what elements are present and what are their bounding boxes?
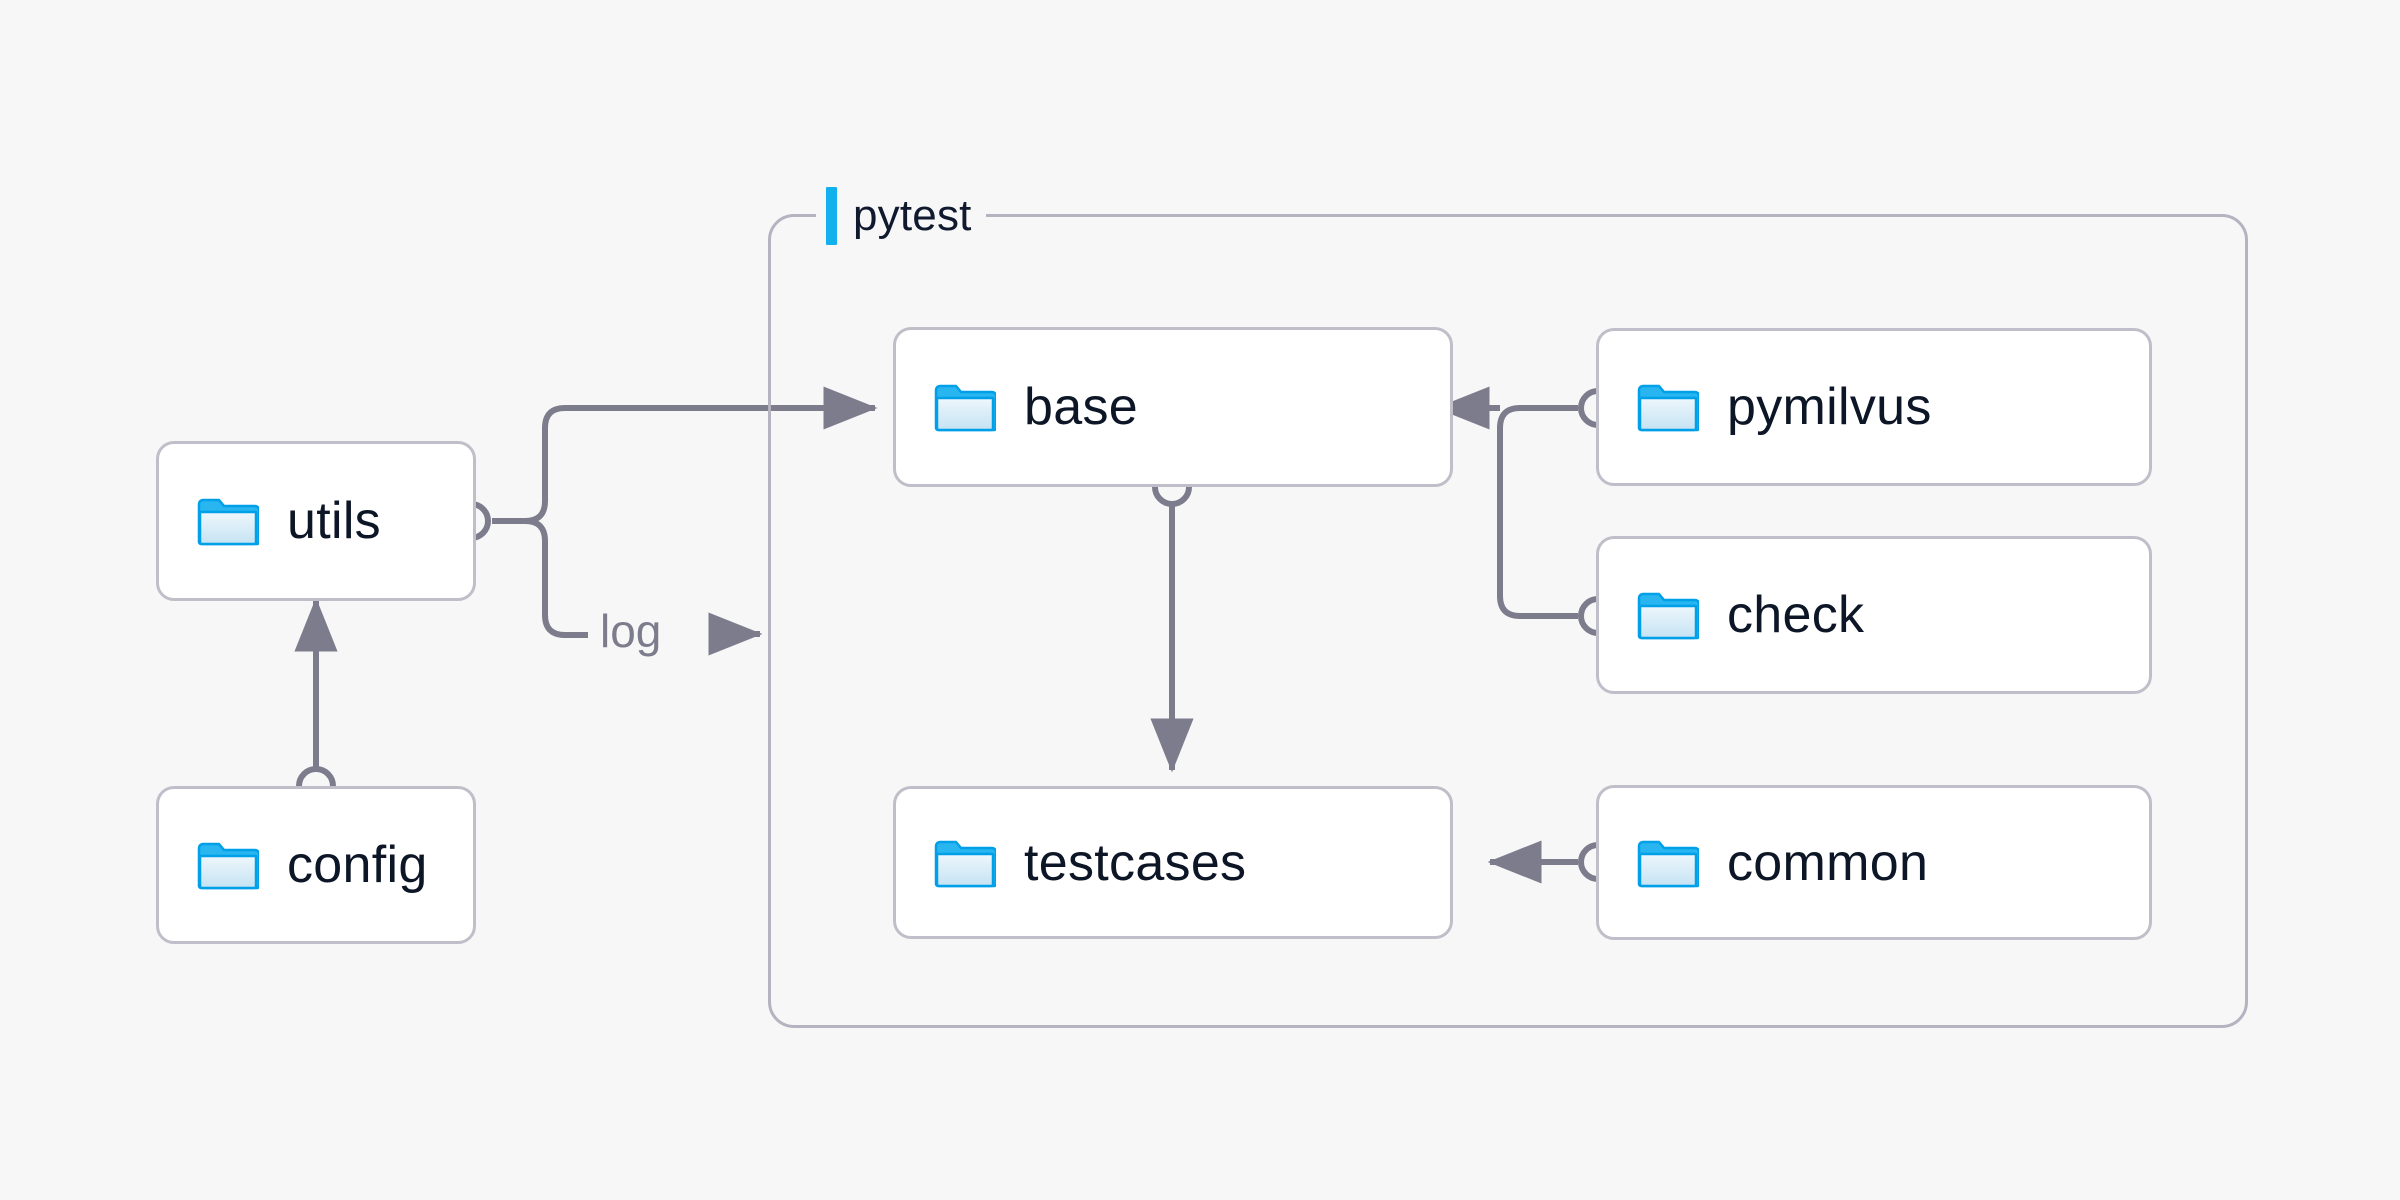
node-config[interactable]: config: [156, 786, 476, 944]
node-base-label: base: [1024, 378, 1138, 436]
accent-bar-icon: [826, 187, 837, 245]
node-testcases-label: testcases: [1024, 833, 1247, 892]
folder-icon: [1637, 592, 1699, 640]
node-base[interactable]: base: [893, 327, 1453, 487]
folder-icon: [197, 842, 259, 890]
node-common-label: common: [1727, 833, 1929, 892]
group-pytest-label: pytest: [853, 191, 972, 240]
node-check-label: check: [1727, 586, 1865, 644]
folder-icon: [1637, 384, 1699, 432]
node-utils-label: utils: [287, 492, 381, 550]
node-pymilvus[interactable]: pymilvus: [1596, 328, 2152, 486]
node-check[interactable]: check: [1596, 536, 2152, 694]
folder-icon: [1637, 840, 1699, 887]
folder-icon: [197, 498, 259, 546]
node-pymilvus-label: pymilvus: [1727, 378, 1932, 436]
edge-utils-to-log: [524, 518, 588, 638]
folder-icon: [934, 840, 996, 887]
node-utils[interactable]: utils: [156, 441, 476, 601]
node-testcases[interactable]: testcases: [893, 786, 1453, 939]
node-common[interactable]: common: [1596, 785, 2152, 940]
group-pytest-container: [768, 214, 2248, 1028]
group-pytest-label-wrap: pytest: [816, 185, 986, 247]
folder-icon: [934, 384, 996, 432]
edge-label-log: log: [600, 605, 662, 657]
node-config-label: config: [287, 836, 428, 894]
